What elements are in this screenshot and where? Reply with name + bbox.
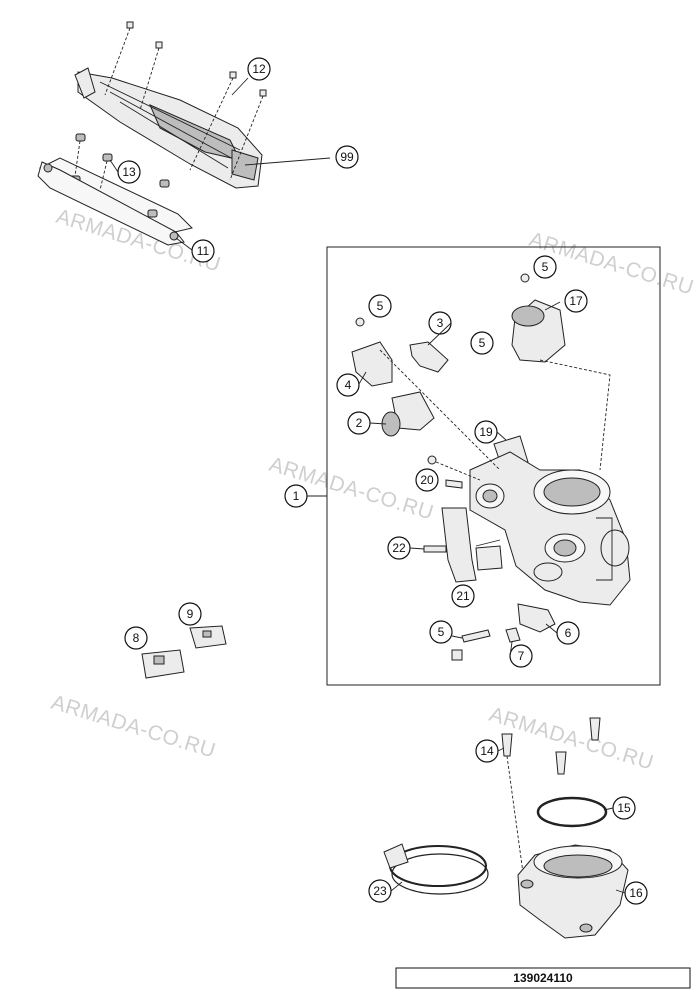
callout-99: 99 [335,145,359,169]
callout-23: 23 [368,879,392,903]
callout-12: 12 [247,57,271,81]
lower-plate [37,161,185,246]
callout-8: 8 [124,626,148,650]
svg-text:22: 22 [392,541,406,555]
callout-2: 2 [347,411,371,435]
callout-11: 11 [191,239,215,263]
svg-text:4: 4 [345,378,352,392]
part-8-pad [141,649,185,679]
svg-text:20: 20 [420,473,434,487]
part-4-connector [351,341,393,387]
ecu-fins [149,104,241,161]
svg-text:23: 23 [373,884,387,898]
svg-text:8: 8 [133,631,140,645]
callout-22: 22 [387,536,411,560]
svg-text:6: 6 [565,626,572,640]
svg-text:9: 9 [187,607,194,621]
callout-5-a: 5 [368,294,392,318]
callout-17: 17 [564,289,588,313]
svg-text:7: 7 [518,649,525,663]
part-22-screw [423,545,447,553]
svg-text:3: 3 [437,316,444,330]
bracket-assembly [37,21,331,251]
callout-6: 6 [556,621,580,645]
callout-20: 20 [415,468,439,492]
bracket-arm [74,67,96,99]
part-3-clip [409,341,449,373]
part-6-bracket [517,603,556,633]
callout-15: 15 [612,796,636,820]
svg-text:5: 5 [377,299,384,313]
svg-text:17: 17 [569,294,583,308]
svg-text:5: 5 [479,336,486,350]
svg-text:5: 5 [542,260,549,274]
throttle-body-group-frame [326,246,661,686]
part-15-oring [536,796,608,828]
callout-19: 19 [474,420,498,444]
svg-text:14: 14 [480,744,494,758]
intake-flange-assembly [383,717,629,939]
callout-1: 1 [284,484,308,508]
svg-text:11: 11 [197,244,210,258]
svg-text:15: 15 [617,801,631,815]
part-23-clamp [383,843,489,895]
part-21-sensor [441,507,503,583]
callout-5-b: 5 [533,255,557,279]
svg-text:1: 1 [293,489,300,503]
part-7-grommet [505,627,521,643]
throttle-body-assembly [351,273,631,661]
callout-13: 13 [117,160,141,184]
callout-5-c: 5 [470,331,494,355]
callout-16: 16 [624,881,648,905]
drawing-number: 139024110 [513,971,573,985]
callout-9: 9 [178,602,202,626]
part-17-cover [511,273,566,363]
drawing-number-box: 139024110 [395,967,691,989]
callout-3: 3 [428,311,452,335]
watermark-bottom-left: ARMADA-CO.RU [49,691,219,763]
svg-text:99: 99 [340,150,354,164]
svg-text:5: 5 [438,625,445,639]
throttle-body [469,451,631,606]
part-2-injector [381,391,435,437]
svg-text:13: 13 [122,165,136,179]
callout-7: 7 [509,644,533,668]
screws-12 [104,21,267,181]
svg-text:12: 12 [252,62,266,76]
svg-text:19: 19 [479,425,493,439]
callout-21: 21 [451,584,475,608]
svg-text:16: 16 [629,886,643,900]
callout-4: 4 [336,373,360,397]
svg-text:21: 21 [456,589,470,603]
callout-5-d: 5 [429,620,453,644]
svg-text:2: 2 [356,416,363,430]
callout-14: 14 [475,739,499,763]
part-9-pad [189,625,227,649]
